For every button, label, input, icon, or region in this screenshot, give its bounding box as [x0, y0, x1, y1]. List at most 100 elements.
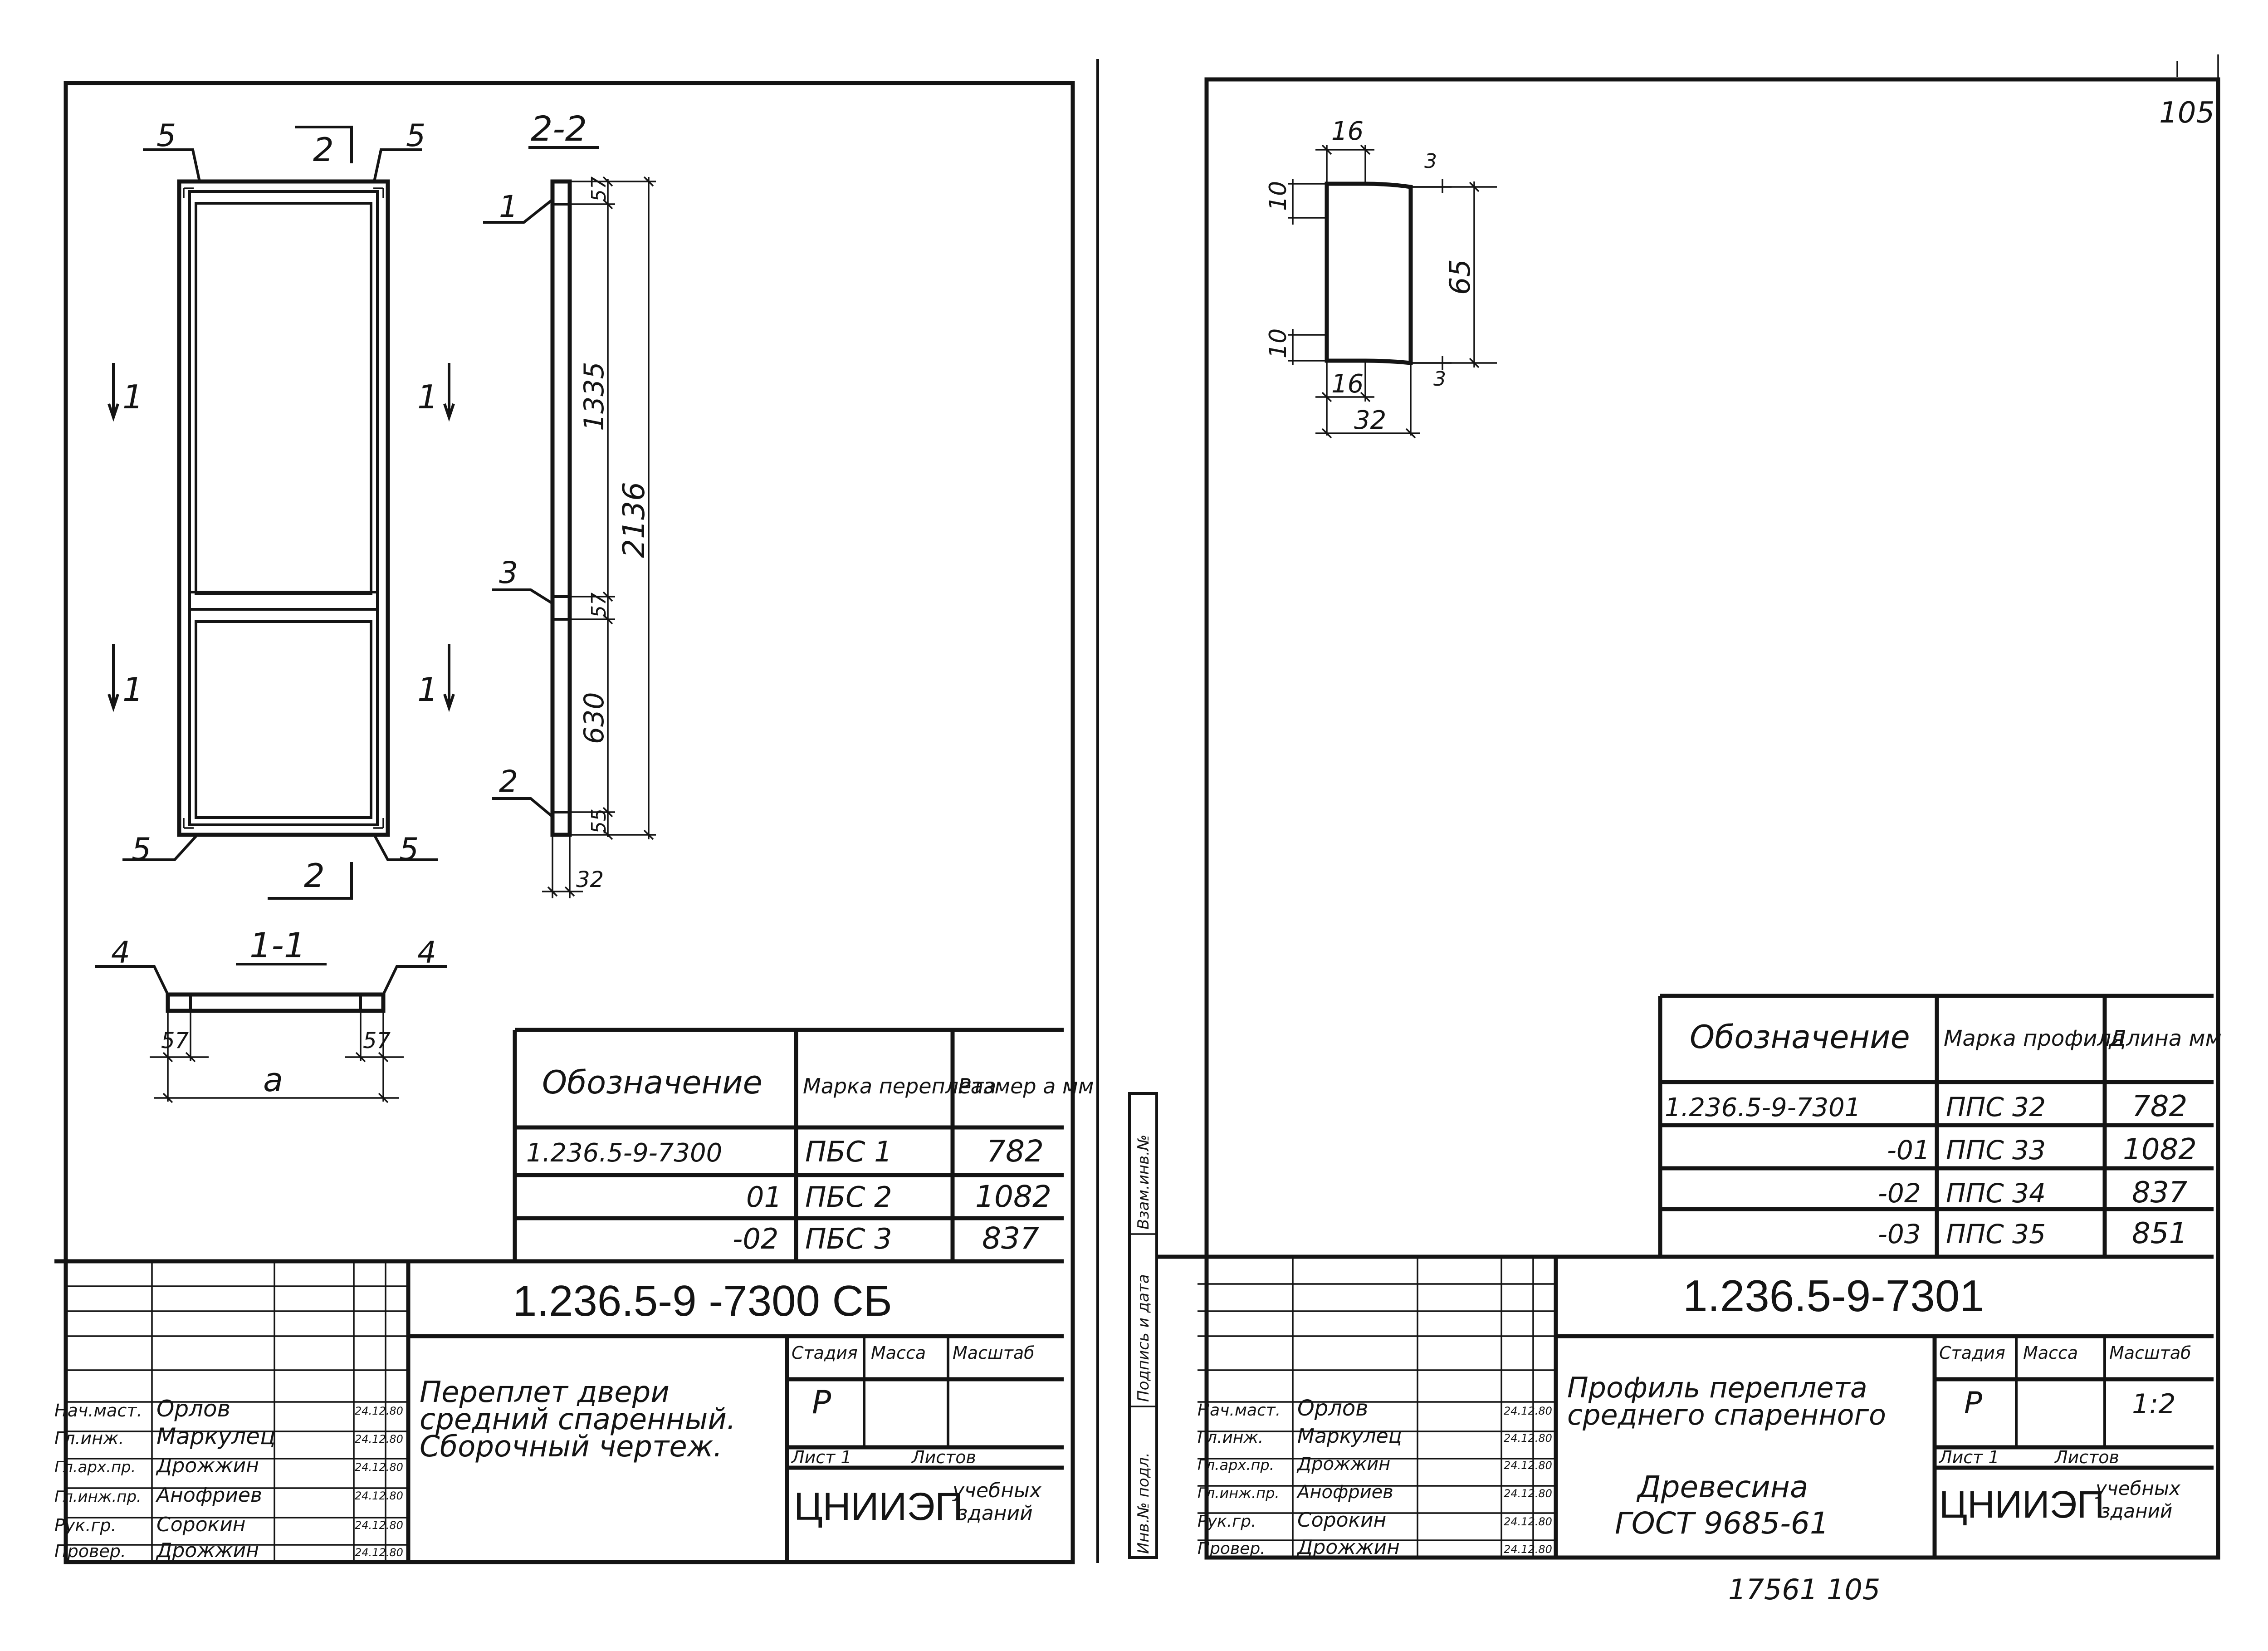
right-staff-date-3: 24.12.80 [1504, 1459, 1552, 1472]
right-stage-value: Р [1964, 1386, 1982, 1421]
left-title-line-3: Сборочный чертеж. [420, 1430, 723, 1464]
left-table-row2-mark: ПБС 2 [805, 1181, 892, 1214]
left-staff-date-1: 24.12.80 [355, 1405, 403, 1417]
left-staff-name-3: Дрожжин [156, 1454, 259, 1477]
left-table-row3-mark: ПБС 3 [805, 1222, 892, 1255]
right-sheets-label: Листов [2054, 1447, 2119, 1467]
section-1-1 [95, 963, 447, 1103]
right-table-row3-designation: -02 [1878, 1178, 1921, 1209]
section-2-2-labels: 2-2 1 3 2 57 1335 2136 57 630 55 32 [499, 108, 651, 892]
right-staff-role-4: Гл.инж.пр. [1198, 1484, 1280, 1502]
right-staff-role-3: Гл.арх.пр. [1198, 1456, 1274, 1474]
right-title-line-1: Профиль переплета [1567, 1371, 1867, 1404]
right-table-header-length: Длина мм [2108, 1026, 2222, 1051]
profile-dim-16-bottom: 16 [1331, 369, 1364, 399]
right-sheet-label: Лист 1 [1938, 1447, 1999, 1467]
elevation-labels: 5 5 2 1 1 1 1 5 5 2 [122, 118, 438, 895]
left-table-row2-designation: 01 [746, 1181, 782, 1214]
section-mark-1-upper-left: 1 [122, 378, 143, 416]
callout-4-left: 4 [111, 935, 130, 970]
left-title-line-1: Переплет двери [420, 1376, 670, 1409]
left-title-block [54, 1259, 1064, 1564]
left-staff-name-5: Сорокин [156, 1513, 245, 1536]
left-staff-name-6: Дрожжин [156, 1539, 259, 1562]
left-org-sub-1: учебных [952, 1479, 1042, 1502]
left-staff-role-5: Рук.гр. [54, 1515, 117, 1535]
left-title-block-text: 1.236.5-9 -7300 СБ Переплет двери средни… [54, 1277, 1042, 1562]
right-staff-role-6: Провер. [1198, 1539, 1266, 1558]
right-staff-name-3: Дрожжин [1296, 1454, 1390, 1475]
section-mark-1-lower-left: 1 [122, 671, 143, 709]
profile-dim-16-top: 16 [1331, 117, 1364, 146]
dim-a: a [263, 1061, 283, 1099]
side-stamp-signature: Подпись и дата [1134, 1274, 1153, 1402]
left-staff-role-3: Гл.арх.пр. [54, 1458, 136, 1476]
profile-dim-10-top: 10 [1265, 181, 1292, 211]
callout-1: 1 [499, 189, 518, 224]
left-table-row1-size: 782 [987, 1134, 1044, 1169]
right-title-block [1157, 1254, 2214, 1558]
right-staff-role-2: Гл.инж. [1198, 1428, 1263, 1447]
profile-dim-3-bottom: 3 [1433, 367, 1446, 391]
left-staff-name-1: Орлов [156, 1396, 230, 1422]
left-staff-role-1: Нач.маст. [54, 1401, 142, 1421]
dim-57-right: 57 [363, 1028, 391, 1053]
section-mark-1-upper-right: 1 [417, 378, 438, 416]
right-table-row2-mark: ППС 33 [1946, 1135, 2046, 1166]
left-table-row3-designation: -02 [733, 1222, 778, 1255]
door-sash-elevation [108, 126, 455, 900]
side-stamp-inv: Инв.№ подл. [1134, 1452, 1153, 1554]
right-spec-table-text: Обозначение Марка профиля Длина мм 1.236… [1665, 1019, 2222, 1250]
profile-dim-10-bottom: 10 [1265, 328, 1292, 358]
dim-57-middle: 57 [587, 593, 611, 618]
callout-5-bottom-right: 5 [399, 832, 419, 867]
left-stage-header: Стадия [792, 1343, 858, 1363]
left-title-line-2: средний спаренный. [420, 1403, 736, 1436]
left-staff-date-5: 24.12.80 [355, 1519, 403, 1532]
profile-dim-3-top: 3 [1424, 150, 1437, 173]
right-spec-table [1658, 994, 2214, 1257]
left-table-row1-designation: 1.236.5-9-7300 [526, 1138, 722, 1168]
left-staff-date-3: 24.12.80 [355, 1461, 403, 1474]
left-table-header-designation: Обозначение [542, 1064, 763, 1101]
dim-57-top: 57 [587, 176, 611, 202]
right-table-row4-mark: ППС 35 [1946, 1219, 2046, 1249]
side-stamp-replace: Взам.инв.№ [1134, 1135, 1153, 1230]
left-staff-date-6: 24.12.80 [355, 1546, 403, 1559]
right-table-header-designation: Обозначение [1690, 1019, 1910, 1056]
left-sheet-label: Лист 1 [791, 1447, 852, 1467]
right-table-row3-length: 837 [2132, 1176, 2187, 1210]
dim-1335: 1335 [578, 362, 610, 431]
callout-3: 3 [499, 555, 518, 590]
left-staff-name-4: Анофриев [155, 1484, 262, 1507]
right-scale-value: 1:2 [2132, 1388, 2176, 1420]
section-1-1-labels: 1-1 4 4 57 57 a [111, 925, 436, 1099]
left-table-header-mark: Марка переплета [803, 1074, 996, 1098]
right-table-row2-designation: -01 [1887, 1135, 1930, 1166]
callout-5-top-right: 5 [406, 118, 425, 154]
right-staff-date-1: 24.12.80 [1504, 1405, 1552, 1417]
callout-2: 2 [499, 764, 518, 799]
left-staff-date-4: 24.12.80 [355, 1489, 403, 1502]
right-staff-date-5: 24.12.80 [1504, 1515, 1552, 1528]
dim-55: 55 [587, 808, 611, 834]
right-table-row1-mark: ППС 32 [1946, 1092, 2046, 1122]
right-table-row4-length: 851 [2132, 1217, 2187, 1250]
right-table-row2-length: 1082 [2123, 1133, 2197, 1166]
profile-section-drawing [1288, 144, 1497, 439]
right-title-line-2: среднего спаренного [1567, 1398, 1886, 1431]
right-title-block-text: 1.236.5-9-7301 Профиль переплета среднег… [1198, 1271, 2191, 1559]
right-table-row1-length: 782 [2132, 1090, 2187, 1123]
right-staff-role-5: Рук.гр. [1198, 1512, 1256, 1531]
right-staff-date-6: 24.12.80 [1504, 1543, 1552, 1556]
section-mark-2-bottom: 2 [304, 857, 325, 895]
right-org-sub-2: зданий [2100, 1500, 2172, 1522]
callout-5-top-left: 5 [156, 118, 176, 154]
right-staff-date-2: 24.12.80 [1504, 1432, 1552, 1445]
right-table-row4-designation: -03 [1878, 1219, 1921, 1249]
callout-4-right: 4 [417, 935, 436, 970]
right-material-line-1: Древесина [1636, 1470, 1808, 1504]
view-label-1-1: 1-1 [249, 925, 306, 965]
left-drawing-code: 1.236.5-9 -7300 СБ [513, 1277, 892, 1325]
right-table-row1-designation: 1.236.5-9-7301 [1665, 1093, 1861, 1122]
